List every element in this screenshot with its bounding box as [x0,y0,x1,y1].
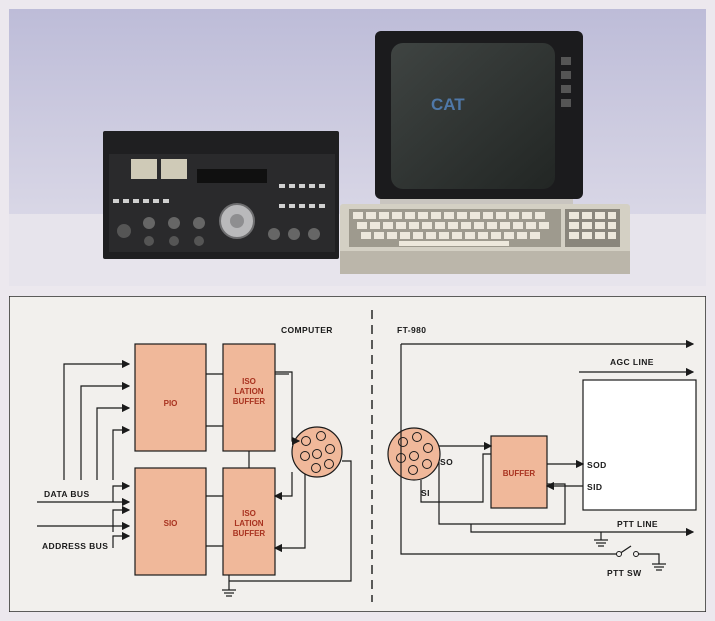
ptt-line-label: PTT LINE [617,519,658,529]
pio-label: PIO [164,399,178,408]
agc-line-label: AGC LINE [610,357,654,367]
pio-block: PIO [134,343,207,452]
iso-buffer-1-line2: LATION [234,387,263,396]
computer-section-label: COMPUTER [281,325,333,335]
ptt-sw-label: PTT SW [607,568,642,578]
iso-buffer-2-line2: LATION [234,519,263,528]
iso-buffer-1-line1: ISO [242,377,256,386]
ptt-switch-contact-a [616,551,622,557]
iso-buffer-2-line3: BUFFER [233,529,266,538]
ft980-connector [387,427,441,481]
ft980-ground-symbol-1 [594,539,608,547]
so-label: SO [440,457,453,467]
monitor-screen-text: CAT [431,95,465,114]
buffer-label: BUFFER [503,469,536,478]
computer-internal-wiring [206,371,352,590]
sod-label: SOD [587,460,607,470]
ft980-wiring [400,339,695,564]
iso-buffer-2-line1: ISO [242,509,256,518]
ft980-ground-symbol-2 [652,563,666,571]
computer-connector [291,426,343,478]
ft980-buffer-block: BUFFER [490,435,548,509]
ft980-section-label: FT-980 [397,325,426,335]
computer-keyboard [340,204,630,274]
interface-block-diagram: COMPUTER FT-980 PIO SIO ISO LATION BUFFE… [9,296,706,612]
isolation-buffer-1: ISO LATION BUFFER [222,343,276,452]
address-bus-label: ADDRESS BUS [42,541,108,551]
ptt-switch-contact-b [633,551,639,557]
sid-label: SID [587,482,602,492]
data-bus-label: DATA BUS [44,489,90,499]
iso-buffer-1-line3: BUFFER [233,397,266,406]
si-label: SI [421,488,430,498]
crt-monitor: CAT [375,31,583,210]
sio-label: SIO [164,519,178,528]
equipment-photo: CAT [9,9,706,286]
ft980-transceiver [103,131,339,259]
ft980-internal-block [582,379,697,511]
isolation-buffer-2: ISO LATION BUFFER [222,467,276,576]
computer-ground-symbol [222,589,236,597]
bus-wiring [37,359,131,548]
sio-block: SIO [134,467,207,576]
